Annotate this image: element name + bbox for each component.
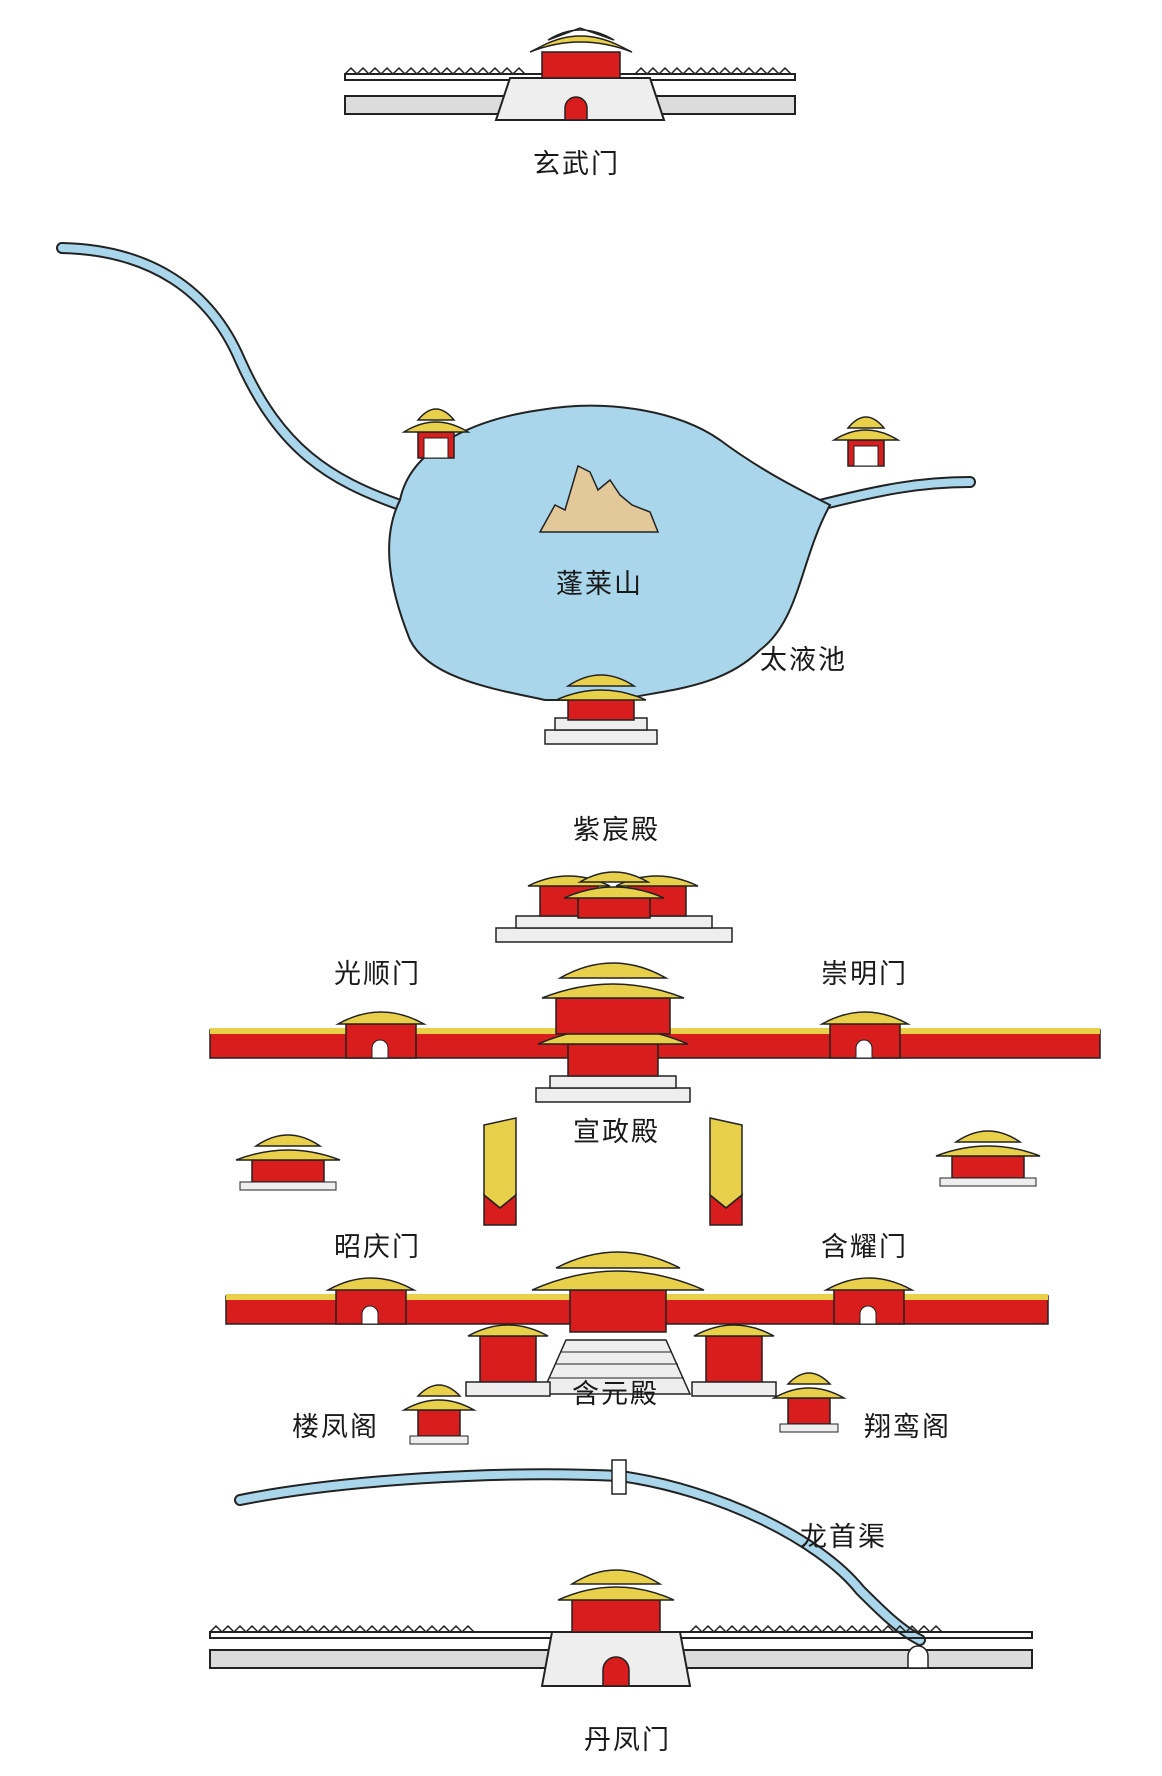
xuanwu-gate xyxy=(344,27,796,121)
label-longshou-canal: 龙首渠 xyxy=(800,1522,887,1553)
east-side-hall xyxy=(935,1130,1041,1187)
label-taiye-pool: 太液池 xyxy=(760,645,847,676)
xuanzheng-hall xyxy=(535,962,691,1103)
label-loufeng-pavilion: 楼凤阁 xyxy=(292,1412,379,1443)
label-xiangluan-pavilion: 翔鸾阁 xyxy=(864,1412,951,1443)
label-hanyuan-hall: 含元殿 xyxy=(572,1379,659,1410)
label-zhaoqing-gate: 昭庆门 xyxy=(334,1232,421,1263)
label-xuanzheng-hall: 宣政殿 xyxy=(573,1117,660,1148)
label-hanyao-gate: 含耀门 xyxy=(821,1232,908,1263)
label-danfeng-gate: 丹凤门 xyxy=(584,1725,671,1756)
northwest-stream xyxy=(56,242,406,511)
blank-patch-left xyxy=(372,1075,462,1170)
label-penglai-mountain: 蓬莱山 xyxy=(556,569,643,600)
chongming-gate xyxy=(819,1011,911,1059)
zhaoqing-gate xyxy=(325,1277,417,1325)
northwest-pavilion xyxy=(401,408,471,459)
loufeng-pavilion xyxy=(401,1384,477,1445)
label-guangshun-gate: 光顺门 xyxy=(334,959,421,990)
lakeside-hall xyxy=(544,674,658,745)
west-tower xyxy=(483,1117,517,1226)
label-xuanwu-gate: 玄武门 xyxy=(533,149,620,180)
label-chongming-gate: 崇明门 xyxy=(821,959,908,990)
west-side-hall xyxy=(235,1134,341,1191)
hanyuan-hall xyxy=(465,1251,777,1397)
zichen-hall xyxy=(495,871,733,943)
label-zichen-hall: 紫宸殿 xyxy=(573,815,660,846)
penglai-mountain xyxy=(538,464,660,533)
taiye-pool xyxy=(388,404,832,701)
canal-bridge xyxy=(611,1459,627,1495)
xiangluan-pavilion xyxy=(771,1372,847,1433)
east-tower xyxy=(709,1117,743,1226)
danfeng-gate xyxy=(209,1569,1033,1687)
guangshun-gate xyxy=(335,1011,427,1059)
northeast-pavilion xyxy=(831,416,901,467)
hanyao-gate xyxy=(823,1277,915,1325)
